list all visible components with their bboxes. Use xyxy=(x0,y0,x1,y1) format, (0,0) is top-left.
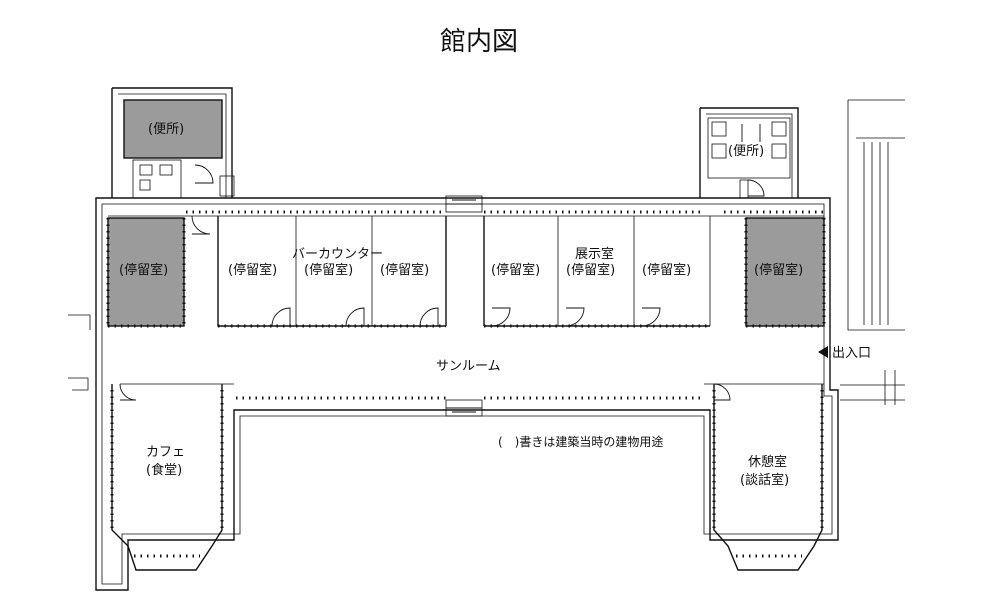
bar-counter-label: バーカウンター xyxy=(292,247,383,262)
entrance-label: 出入口 xyxy=(832,346,871,361)
waiting-room-6-label: (停留室) xyxy=(566,262,615,278)
waiting-room-1-label: (停留室) xyxy=(119,262,168,278)
waiting-room-8-fill xyxy=(745,217,825,327)
sunroom-label: サンルーム xyxy=(436,359,501,374)
waiting-room-2-label: (停留室) xyxy=(228,262,277,278)
cafe-sub-label: (食堂) xyxy=(146,462,182,478)
outer-walls xyxy=(68,87,905,591)
toilet-right-label: (便所) xyxy=(728,144,764,159)
waiting-room-5-label: (停留室) xyxy=(491,262,540,278)
lounge-sub-label: (談話室) xyxy=(740,472,789,488)
page-title: 館内図 xyxy=(440,27,518,57)
exhibition-label: 展示室 xyxy=(575,246,614,262)
lounge-label: 休憩室 xyxy=(748,454,787,470)
toilet-left-label: (便所) xyxy=(148,122,184,137)
cafe-label: カフェ xyxy=(146,445,185,460)
waiting-room-7-label: (停留室) xyxy=(642,262,691,278)
legend-note: ( )書きは建築当時の建物用途 xyxy=(498,434,663,449)
toilet-left-fixtures xyxy=(132,159,235,199)
waiting-room-8-label: (停留室) xyxy=(754,262,803,278)
toilet-left-room xyxy=(123,99,223,159)
cafe-wing xyxy=(110,383,224,571)
lounge-wing xyxy=(712,383,824,571)
toilet-right-fixtures xyxy=(707,117,791,199)
waiting-room-1-fill xyxy=(107,217,185,327)
room-partitions xyxy=(106,215,826,328)
waiting-room-3-label: (停留室) xyxy=(304,262,353,278)
triangle-left-icon xyxy=(818,346,828,358)
waiting-room-4-label: (停留室) xyxy=(380,262,429,278)
